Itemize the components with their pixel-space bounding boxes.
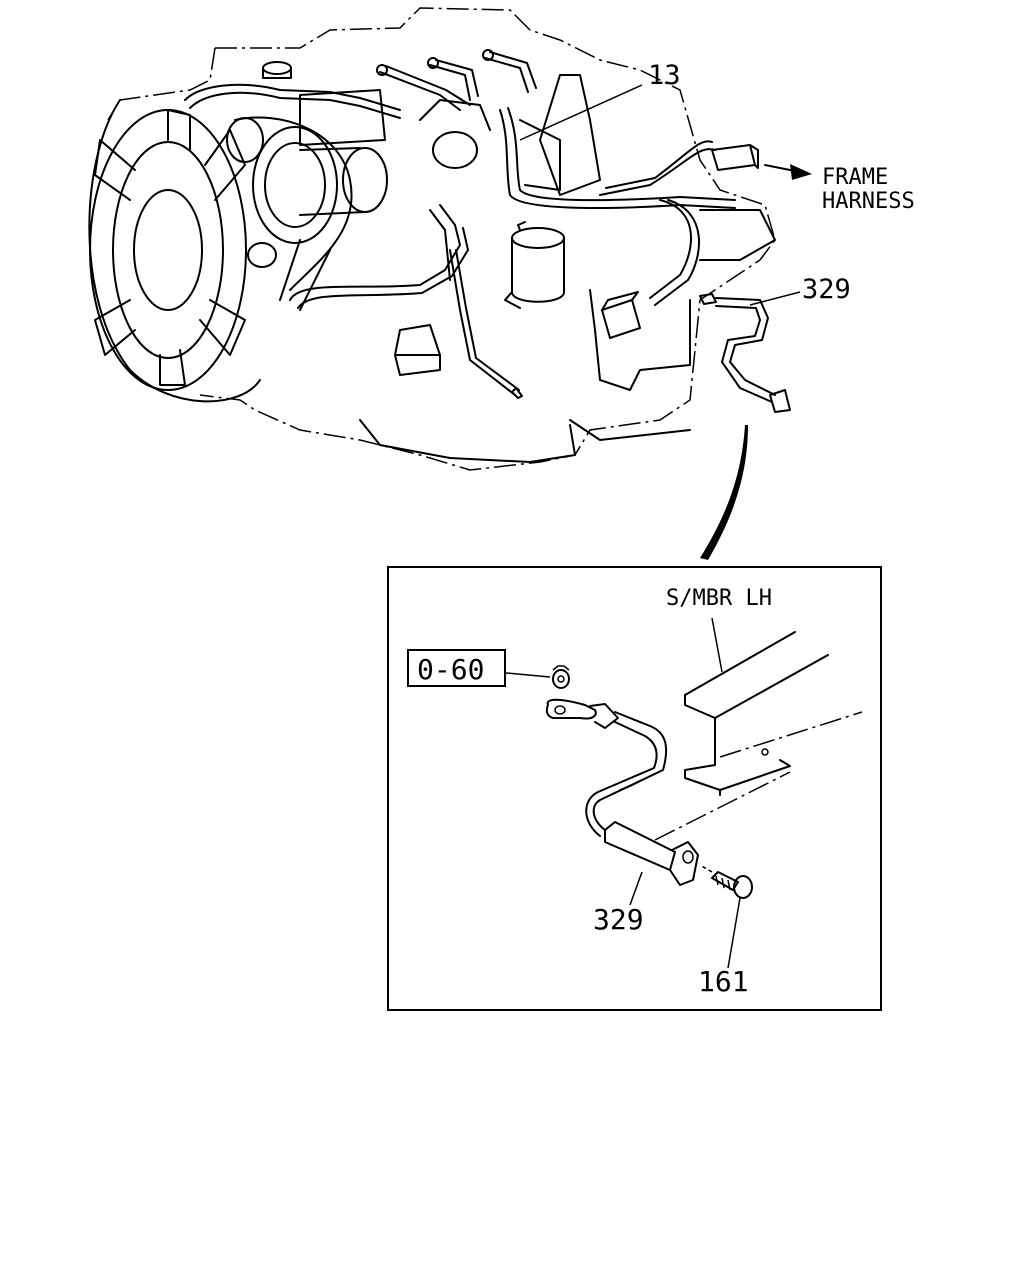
engine-assembly bbox=[88, 7, 791, 471]
callout-13: 13 bbox=[648, 60, 681, 91]
frame-harness-label-line2: HARNESS bbox=[822, 189, 915, 214]
callout-329-top: 329 bbox=[802, 274, 851, 305]
side-member-label: S/MBR LH bbox=[666, 586, 772, 611]
detail-arrow bbox=[700, 425, 748, 560]
detail-box bbox=[387, 566, 882, 1011]
frame-harness-label-line1: FRAME bbox=[822, 165, 888, 190]
callout-161: 161 bbox=[698, 965, 749, 998]
leader-lines-top bbox=[519, 84, 812, 306]
reference-box-label: 0-60 bbox=[417, 653, 484, 686]
callout-329-detail: 329 bbox=[593, 903, 644, 936]
